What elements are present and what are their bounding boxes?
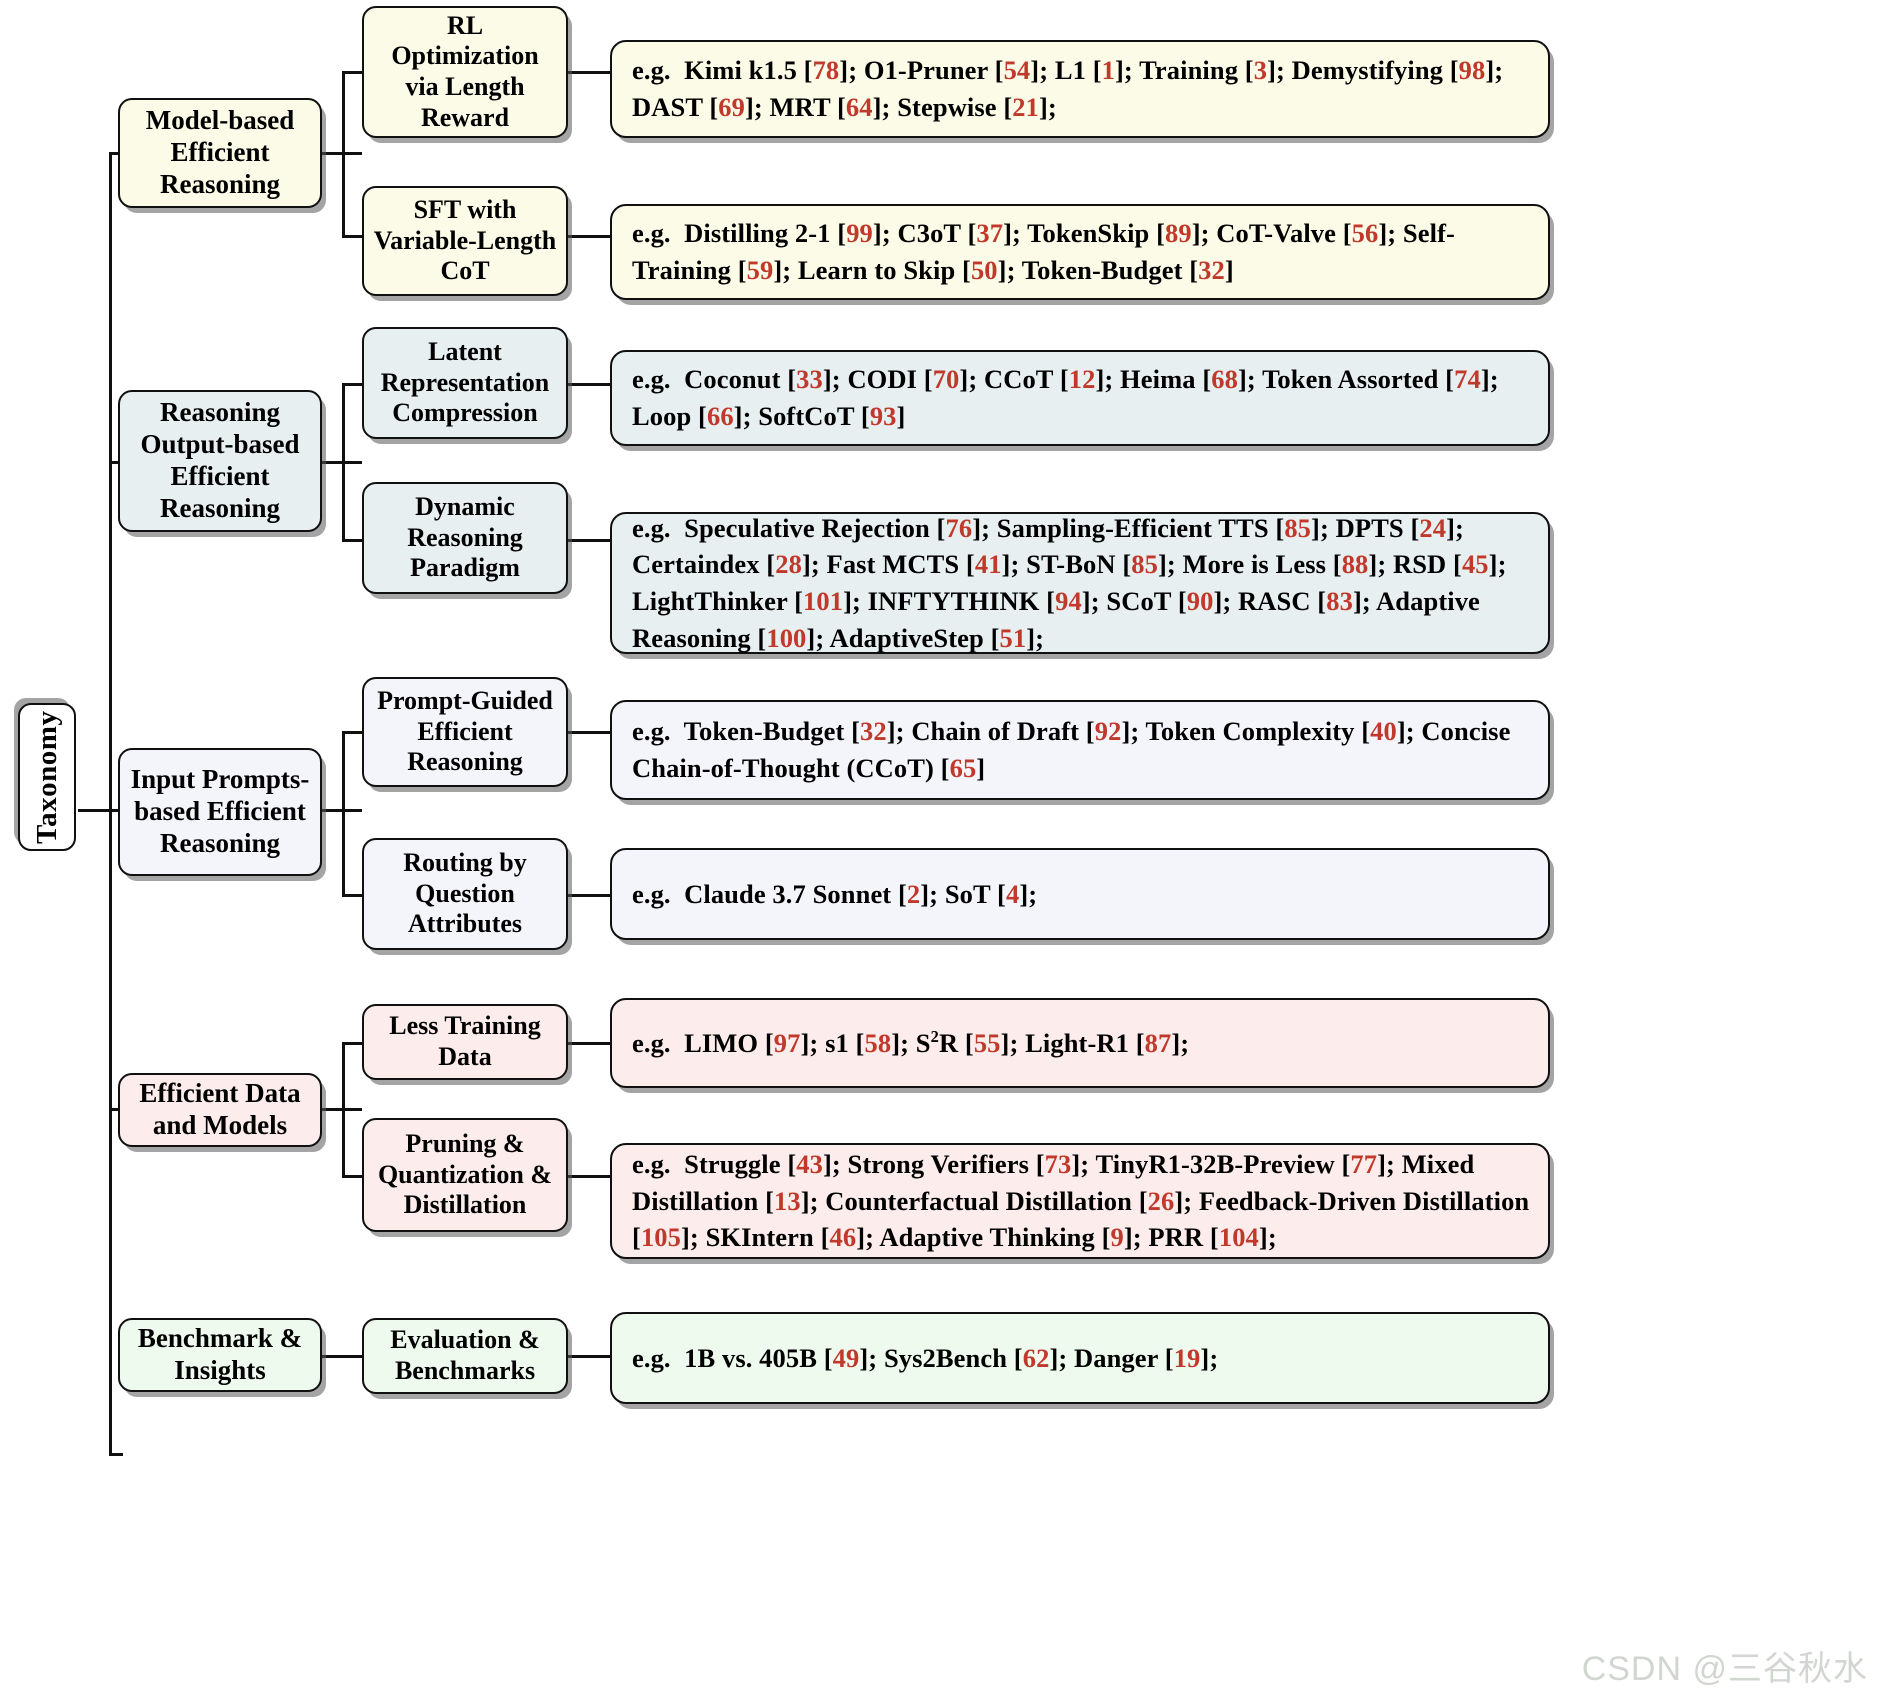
- content-box-sft-variable-length[interactable]: e.g. Distilling 2-1 [99]; C3oT [37]; Tok…: [610, 204, 1550, 300]
- category-node-pruning-quantization-distillation[interactable]: Pruning & Quantization & Distillation: [362, 1118, 568, 1232]
- category-node-rl-optimization[interactable]: RL Optimization via Length Reward: [362, 6, 568, 138]
- connector-b3-spine: [342, 731, 345, 894]
- branch-label-input-prompts-based: Input Prompts-based Efficient Reasoning: [130, 764, 310, 858]
- branch-node-efficient-data-and-models[interactable]: Efficient Data and Models: [118, 1073, 322, 1147]
- content-box-latent-representation-compression[interactable]: e.g. Coconut [33]; CODI [70]; CCoT [12];…: [610, 350, 1550, 446]
- connector-leaf-8: [568, 1175, 610, 1178]
- category-label-rl-optimization: RL Optimization via Length Reward: [391, 10, 539, 132]
- connector-b2-spine: [342, 383, 345, 539]
- branch-node-benchmark-and-insights[interactable]: Benchmark & Insights: [118, 1318, 322, 1392]
- connector-b4-c1: [342, 1042, 362, 1045]
- connector-branch-3: [109, 809, 121, 812]
- connector-main-spine: [109, 152, 112, 1454]
- category-label-evaluation-and-benchmarks: Evaluation & Benchmarks: [390, 1325, 540, 1385]
- connector-leaf-7: [568, 1042, 610, 1045]
- connector-leaf-2: [568, 235, 610, 238]
- category-node-less-training-data[interactable]: Less Training Data: [362, 1004, 568, 1080]
- content-box-prompt-guided-efficient-reasoning[interactable]: e.g. Token-Budget [32]; Chain of Draft […: [610, 700, 1550, 800]
- connector-root-horizontal: [78, 809, 111, 812]
- branch-label-efficient-data-and-models: Efficient Data and Models: [139, 1078, 301, 1140]
- connector-b1-spine: [342, 71, 345, 235]
- connector-b5-out: [322, 1355, 362, 1358]
- watermark: CSDN @三谷秋水: [1581, 1650, 1868, 1688]
- connector-branch-2: [109, 461, 121, 464]
- category-label-prompt-guided-efficient-reasoning: Prompt-Guided Efficient Reasoning: [377, 685, 553, 777]
- connector-leaf-9: [568, 1355, 610, 1358]
- connector-b1-c2: [342, 235, 362, 238]
- connector-b4-c2: [342, 1175, 362, 1178]
- connector-b1-c1: [342, 71, 362, 74]
- content-text-routing-by-question-attributes: e.g. Claude 3.7 Sonnet [2]; SoT [4];: [632, 878, 1038, 909]
- category-node-latent-representation-compression[interactable]: Latent Representation Compression: [362, 327, 568, 439]
- content-text-evaluation-and-benchmarks: e.g. 1B vs. 405B [49]; Sys2Bench [62]; D…: [632, 1342, 1219, 1373]
- connector-b2-c2: [342, 539, 362, 542]
- content-text-prompt-guided-efficient-reasoning: e.g. Token-Budget [32]; Chain of Draft […: [632, 716, 1511, 783]
- content-box-dynamic-reasoning-paradigm[interactable]: e.g. Speculative Rejection [76]; Samplin…: [610, 512, 1550, 654]
- connector-b3-c1: [342, 731, 362, 734]
- connector-b3-c2: [342, 894, 362, 897]
- category-label-less-training-data: Less Training Data: [389, 1011, 541, 1071]
- content-box-less-training-data[interactable]: e.g. LIMO [97]; s1 [58]; S2R [55]; Light…: [610, 998, 1550, 1088]
- content-box-evaluation-and-benchmarks[interactable]: e.g. 1B vs. 405B [49]; Sys2Bench [62]; D…: [610, 1312, 1550, 1404]
- category-node-dynamic-reasoning-paradigm[interactable]: Dynamic Reasoning Paradigm: [362, 482, 568, 594]
- content-box-pruning-quantization-distillation[interactable]: e.g. Struggle [43]; Strong Verifiers [73…: [610, 1143, 1550, 1259]
- content-text-rl-optimization: e.g. Kimi k1.5 [78]; O1-Pruner [54]; L1 …: [632, 55, 1504, 122]
- category-label-latent-representation-compression: Latent Representation Compression: [380, 336, 550, 428]
- category-label-sft-variable-length: SFT with Variable-Length CoT: [373, 194, 557, 286]
- connector-b2-c1: [342, 383, 362, 386]
- category-label-pruning-quantization-distillation: Pruning & Quantization & Distillation: [377, 1128, 553, 1220]
- category-label-routing-by-question-attributes: Routing by Question Attributes: [403, 847, 527, 939]
- content-text-sft-variable-length: e.g. Distilling 2-1 [99]; C3oT [37]; Tok…: [632, 218, 1455, 285]
- branch-label-benchmark-and-insights: Benchmark & Insights: [137, 1323, 303, 1385]
- connector-branch-1: [109, 152, 121, 155]
- branch-node-input-prompts-based[interactable]: Input Prompts-based Efficient Reasoning: [118, 748, 322, 876]
- connector-leaf-1: [568, 71, 610, 74]
- content-text-dynamic-reasoning-paradigm: e.g. Speculative Rejection [76]; Samplin…: [632, 512, 1507, 653]
- content-text-latent-representation-compression: e.g. Coconut [33]; CODI [70]; CCoT [12];…: [632, 364, 1499, 431]
- branch-label-model-based: Model-based Efficient Reasoning: [145, 105, 295, 199]
- category-node-routing-by-question-attributes[interactable]: Routing by Question Attributes: [362, 838, 568, 950]
- content-box-routing-by-question-attributes[interactable]: e.g. Claude 3.7 Sonnet [2]; SoT [4];: [610, 848, 1550, 940]
- content-text-less-training-data: e.g. LIMO [97]; s1 [58]; S2R [55]; Light…: [632, 1026, 1190, 1058]
- connector-b4-spine: [342, 1042, 345, 1175]
- connector-branch-4: [109, 1108, 121, 1111]
- branch-label-reasoning-output-based: Reasoning Output-based Efficient Reasoni…: [140, 397, 300, 523]
- category-node-evaluation-and-benchmarks[interactable]: Evaluation & Benchmarks: [362, 1318, 568, 1394]
- content-box-rl-optimization[interactable]: e.g. Kimi k1.5 [78]; O1-Pruner [54]; L1 …: [610, 40, 1550, 138]
- category-label-dynamic-reasoning-paradigm: Dynamic Reasoning Paradigm: [407, 491, 523, 583]
- connector-branch-5: [109, 1453, 123, 1456]
- branch-node-model-based[interactable]: Model-based Efficient Reasoning: [118, 98, 322, 208]
- category-node-prompt-guided-efficient-reasoning[interactable]: Prompt-Guided Efficient Reasoning: [362, 677, 568, 787]
- connector-leaf-6: [568, 894, 610, 897]
- connector-leaf-4: [568, 539, 610, 542]
- root-node-taxonomy[interactable]: Taxonomy: [18, 703, 76, 851]
- root-node-label: Taxonomy: [30, 710, 63, 844]
- connector-leaf-5: [568, 731, 610, 734]
- branch-node-reasoning-output-based[interactable]: Reasoning Output-based Efficient Reasoni…: [118, 390, 322, 532]
- connector-leaf-3: [568, 383, 610, 386]
- content-text-pruning-quantization-distillation: e.g. Struggle [43]; Strong Verifiers [73…: [632, 1149, 1530, 1253]
- category-node-sft-variable-length[interactable]: SFT with Variable-Length CoT: [362, 186, 568, 296]
